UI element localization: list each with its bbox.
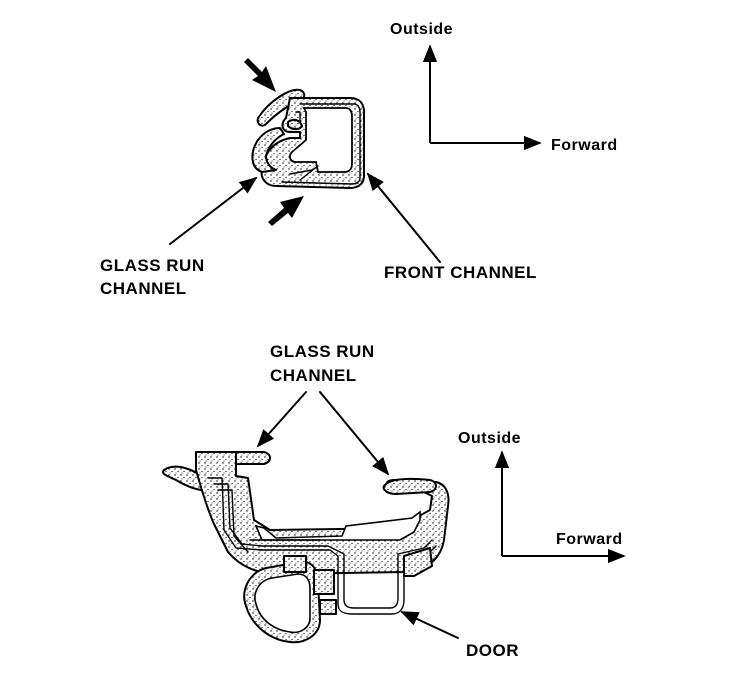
bottom-diagram: GLASS RUN CHANNEL Outside Forward	[162, 342, 626, 660]
bottom-glass-run-label-line1: GLASS RUN	[270, 342, 375, 361]
top-forward-label: Forward	[551, 137, 618, 154]
bottom-retainer-block-2	[283, 555, 307, 573]
top-press-arrow-upper	[244, 58, 276, 92]
top-axis-indicator: Outside Forward	[390, 21, 618, 154]
top-press-arrow-lower	[268, 196, 304, 226]
top-glass-run-label-line2: CHANNEL	[100, 279, 187, 298]
bottom-retainer-block-3	[319, 599, 337, 615]
top-glass-run-leader	[169, 176, 258, 245]
bottom-door-label: DOOR	[466, 641, 519, 660]
bottom-channel-cavity	[254, 510, 421, 541]
top-front-channel-leader	[366, 172, 441, 263]
top-front-channel-metal	[281, 103, 361, 185]
top-front-channel-label: FRONT CHANNEL	[384, 263, 537, 282]
bottom-door-leader	[400, 611, 459, 639]
bottom-axis-indicator: Outside Forward	[458, 430, 626, 564]
bottom-retainer-block-1	[313, 569, 335, 595]
top-inner-lip-detail	[289, 165, 319, 181]
bottom-door-frame-inner	[213, 483, 433, 609]
bottom-outside-label: Outside	[458, 430, 521, 447]
bottom-right-flange-seal	[403, 547, 433, 577]
bottom-door-frame-detail	[217, 489, 321, 553]
bottom-weatherstrip-hollow	[254, 573, 311, 634]
bottom-glass-run-label-line2: CHANNEL	[270, 366, 357, 385]
top-outside-label: Outside	[390, 21, 453, 38]
bottom-right-glass-lip	[382, 477, 437, 495]
top-inner-lip	[287, 118, 303, 130]
top-lower-lip	[251, 127, 285, 173]
top-diagram: Outside Forward GLASS RUN	[100, 21, 618, 298]
top-channel-hollow	[289, 107, 353, 173]
bottom-forward-label: Forward	[556, 531, 623, 548]
bottom-glass-run-leader-left	[256, 391, 307, 448]
top-channel-cross-section	[244, 58, 365, 226]
bottom-door-frame-outer	[207, 477, 437, 615]
bottom-glass-run-leader-right	[319, 391, 390, 476]
bottom-channel-cross-section	[162, 451, 450, 644]
top-glass-run-label-line1: GLASS RUN	[100, 256, 205, 275]
